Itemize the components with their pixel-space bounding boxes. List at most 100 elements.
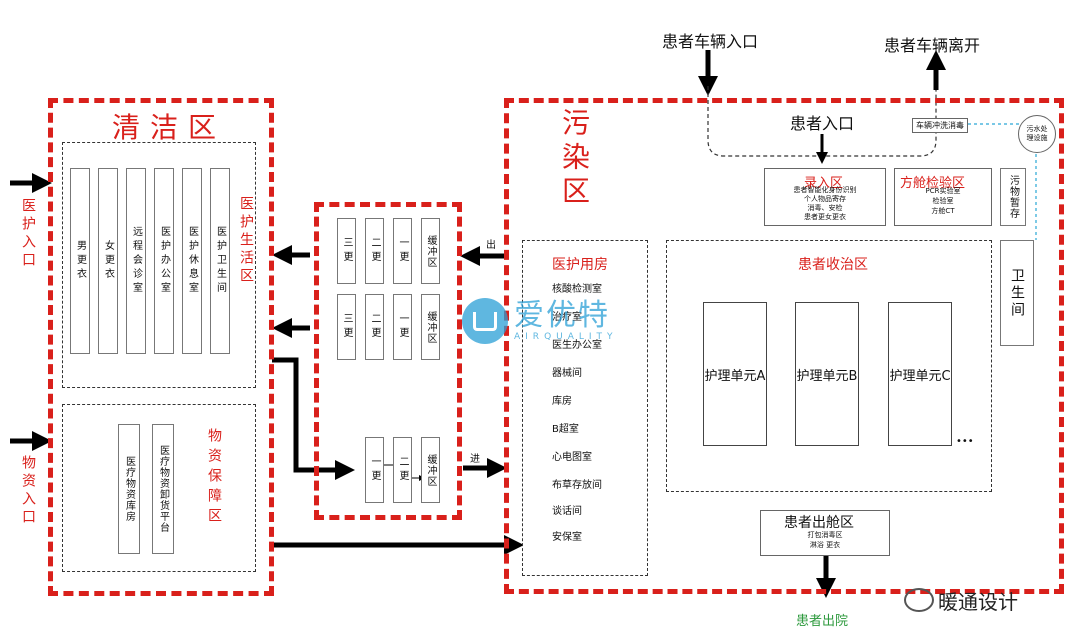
brand-icon [904,588,934,612]
toilet-room: 卫生间 [1000,240,1034,346]
watermark: 爱优特 AIRQUALITY [462,298,618,344]
buffer-r1-c2: 二更 [365,218,384,284]
staff-area-title: 医护生活区 [238,196,254,286]
medical-room-5: 库房 [552,396,572,407]
sewage-label: 污水处理设施 [1018,115,1056,153]
buffer-r2-c4-label: 缓冲区 [425,310,436,344]
patient-in-label: 患者入口 [790,114,855,133]
buffer-out-label: 出 [486,240,496,251]
intake-title: 录入区 [804,176,844,191]
lab-line-2: 检验室 [932,197,954,205]
supply-room-1-label: 医疗物资库房 [123,456,135,522]
buffer-r3-c1-label: 一更 [369,456,380,484]
vehicle-out-label: 患者车辆离开 [884,36,981,55]
contaminated-zone-title: 污染区 [558,108,591,210]
buffer-r3-c2-label: 二更 [397,456,408,484]
buffer-r3-c3: 缓冲区 [421,437,440,503]
staff-room-2-label: 女更衣 [102,240,114,282]
intake-area [764,168,886,226]
buffer-r2-c2-label: 二更 [369,313,380,341]
buffer-r1-c1: 三更 [337,218,356,284]
ward-title: 患者收治区 [798,257,868,273]
medical-room-1: 核酸检测室 [552,284,602,295]
buffer-r1-c2-label: 二更 [369,237,380,265]
medical-room-8: 布草存放间 [552,480,602,491]
buffer-r1-c4-label: 缓冲区 [425,234,436,268]
discharge-area [760,510,890,556]
lab-line-1: PCR实验室 [925,187,961,195]
staff-room-6-label: 医护卫生间 [214,226,226,296]
buffer-r2-c2: 二更 [365,294,384,360]
discharge-exit-label: 患者出院 [796,614,849,629]
discharge-lines: 打包消毒区 淋浴 更衣 [764,530,886,550]
staff-room-3: 远程会诊室 [126,168,146,354]
watermark-sub: AIRQUALITY [514,332,618,342]
buffer-r2-c1-label: 三更 [341,313,352,341]
lab-line-3: 方舱CT [931,207,955,215]
ward-unit-b-label: 护理单元B [796,368,858,384]
medical-rooms-title: 医护用房 [552,257,608,273]
intake-line-3: 消毒、安检 [807,204,843,212]
ward-more: ••• [956,436,974,447]
medical-room-4: 器械间 [552,368,582,379]
discharge-line-2: 淋浴 更衣 [809,541,841,549]
staff-room-6: 医护卫生间 [210,168,230,354]
buffer-r2-c4: 缓冲区 [421,294,440,360]
staff-room-3-label: 远程会诊室 [130,226,142,296]
buffer-r2-c1: 三更 [337,294,356,360]
ward-unit-c-label: 护理单元C [889,368,951,384]
staff-room-5-label: 医护休息室 [186,226,198,296]
intake-lines: 患者智能化身份识别 个人物品寄存 消毒、安检 患者更女更衣 [768,186,882,222]
staff-room-4-label: 医护办公室 [158,226,170,296]
lab-area [894,168,992,226]
intake-line-2: 个人物品寄存 [804,195,846,203]
medical-rooms-area [522,240,648,576]
ward-unit-a-label: 护理单元A [704,368,766,384]
buffer-r1-c4: 缓冲区 [421,218,440,284]
ward-unit-b: 护理单元B [795,302,859,446]
toilet-label: 卫生间 [1009,267,1025,319]
medical-room-3: 医生办公室 [552,340,602,351]
lab-lines: PCR实验室 检验室 方舱CT [898,186,988,216]
waste-storage: 污物暂存 [1000,168,1026,226]
waste-label: 污物暂存 [1007,175,1019,219]
staff-room-1: 男更衣 [70,168,90,354]
medical-room-6: B超室 [552,424,579,435]
ward-unit-c: 护理单元C [888,302,952,446]
watermark-logo-icon [462,298,508,344]
vehicle-wash-label: 车辆冲洗消毒 [912,118,968,133]
medical-room-2: 治疗室 [552,312,582,323]
clean-zone [48,98,274,596]
medical-room-9: 谈话间 [552,506,582,517]
discharge-title: 患者出舱区 [784,515,854,531]
supply-room-1: 医疗物资库房 [118,424,140,554]
buffer-r3-c3-label: 缓冲区 [425,453,436,487]
brand-label: 暖通设计 [938,590,1018,614]
buffer-r3-c2: 二更 [393,437,412,503]
medical-room-7: 心电图室 [552,452,592,463]
staff-room-2: 女更衣 [98,168,118,354]
intake-line-4: 患者更女更衣 [804,213,846,221]
supply-room-2: 医疗物资卸货平台 [152,424,174,554]
buffer-r2-c3: 一更 [393,294,412,360]
staff-room-1-label: 男更衣 [74,240,86,282]
supply-room-2-label: 医疗物资卸货平台 [157,445,169,533]
buffer-r1-c1-label: 三更 [341,237,352,265]
buffer-r2-c3-label: 一更 [397,313,408,341]
sewage-text: 污水处理设施 [1026,125,1048,142]
contaminated-zone [504,98,1064,594]
supply-entry-label: 物资入口 [20,455,36,527]
clean-zone-title: 清洁区 [112,111,227,144]
intake-line-1: 患者智能化身份识别 [793,186,857,194]
staff-entry-label: 医护入口 [20,198,36,270]
buffer-in-label: 进 [470,454,480,465]
medical-room-10: 安保室 [552,532,582,543]
buffer-r1-c3-label: 一更 [397,237,408,265]
lab-title: 方舱检验区 [900,176,966,191]
vehicle-in-label: 患者车辆入口 [662,32,759,51]
buffer-r1-c3: 一更 [393,218,412,284]
ward-unit-a: 护理单元A [703,302,767,446]
staff-room-5: 医护休息室 [182,168,202,354]
watermark-name: 爱优特 [514,298,610,333]
discharge-line-1: 打包消毒区 [807,531,843,539]
